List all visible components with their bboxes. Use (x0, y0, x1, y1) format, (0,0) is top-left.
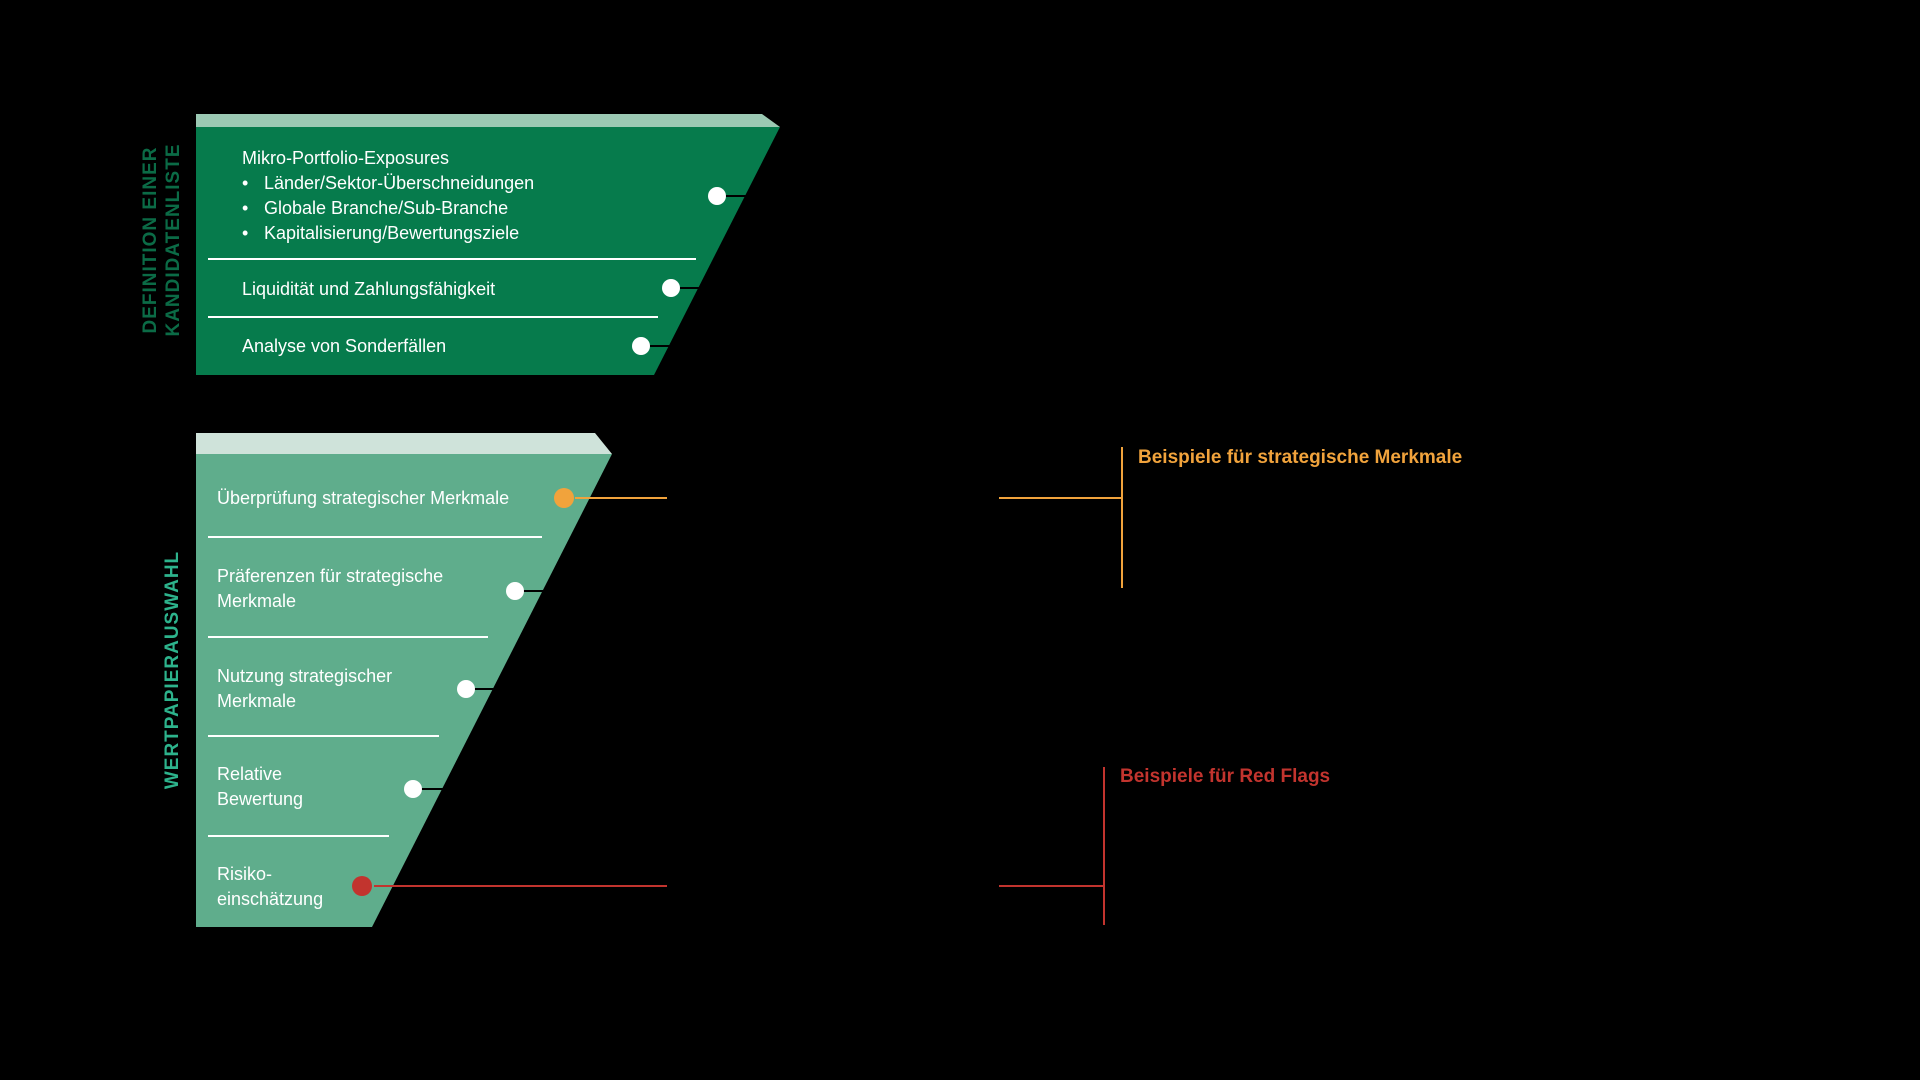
bottom-funnel-row-5-line2: einschätzung (217, 889, 324, 909)
marker-dot-bottom-2 (506, 582, 524, 600)
marker-dot-top-3 (632, 337, 650, 355)
top-funnel-side-label: DEFINITION EINER KANDIDATENLISTE (139, 140, 185, 340)
bottom-funnel-row-3-line2: Merkmale (217, 691, 297, 711)
redflags-callout-title: Beispiele für Red Flags (1120, 766, 1331, 787)
bottom-funnel-side-label: WERTPAPIERAUSWAHL (162, 550, 183, 790)
bullet-icon: • (242, 173, 249, 193)
bottom-funnel-row-2-line2: Merkmale (217, 591, 297, 611)
top-funnel-side-label-line1: DEFINITION EINER (140, 146, 161, 334)
top-funnel-bevel (196, 114, 780, 127)
marker-dot-top-2 (662, 279, 680, 297)
strategic-callout-title: Beispiele für strategische Merkmale (1138, 447, 1463, 468)
bottom-funnel-row-5: Risiko- einschätzung (217, 862, 323, 912)
marker-dot-top-1 (708, 187, 726, 205)
top-funnel-bullet-1-label: Länder/Sektor-Überschneidungen (264, 173, 535, 193)
bottom-funnel-row-3: Nutzung strategischer Merkmale (217, 664, 392, 714)
top-funnel-heading: Mikro-Portfolio-Exposures (242, 148, 450, 168)
bottom-funnel-row-1: Überprüfung strategischer Merkmale (217, 488, 510, 508)
bottom-funnel-row-3-line1: Nutzung strategischer (217, 666, 393, 686)
top-funnel-row-liquidity: Liquidität und Zahlungsfähigkeit (242, 279, 496, 299)
top-funnel-bullet-2-label: Globale Branche/Sub-Branche (264, 198, 509, 218)
bottom-funnel-row-2: Präferenzen für strategische Merkmale (217, 564, 443, 614)
bottom-funnel-row-2-line1: Präferenzen für strategische (217, 566, 444, 586)
top-funnel-bullet-3: • Kapitalisierung/Bewertungsziele (242, 221, 519, 246)
bottom-funnel-row-4-line2: Bewertung (217, 789, 304, 809)
top-funnel-bullet-2: • Globale Branche/Sub-Branche (242, 196, 508, 221)
marker-dot-strategic (554, 488, 574, 508)
top-funnel-bullet-1: • Länder/Sektor-Überschneidungen (242, 171, 534, 196)
bottom-funnel-row-4: Relative Bewertung (217, 762, 303, 812)
marker-dot-bottom-3 (457, 680, 475, 698)
bottom-funnel-face (196, 454, 612, 927)
top-funnel-bullet-3-label: Kapitalisierung/Bewertungsziele (264, 223, 520, 243)
marker-dot-bottom-4 (404, 780, 422, 798)
bullet-icon: • (242, 198, 249, 218)
marker-dot-redflags (352, 876, 372, 896)
top-funnel-face (196, 127, 780, 375)
bottom-funnel-bevel (196, 433, 612, 454)
top-funnel-side-label-line2: KANDIDATENLISTE (163, 143, 184, 337)
bottom-funnel-row-4-line1: Relative (217, 764, 283, 784)
bullet-icon: • (242, 223, 249, 243)
bottom-funnel-row-5-line1: Risiko- (217, 864, 273, 884)
top-funnel-row-special-cases: Analyse von Sonderfällen (242, 336, 447, 356)
